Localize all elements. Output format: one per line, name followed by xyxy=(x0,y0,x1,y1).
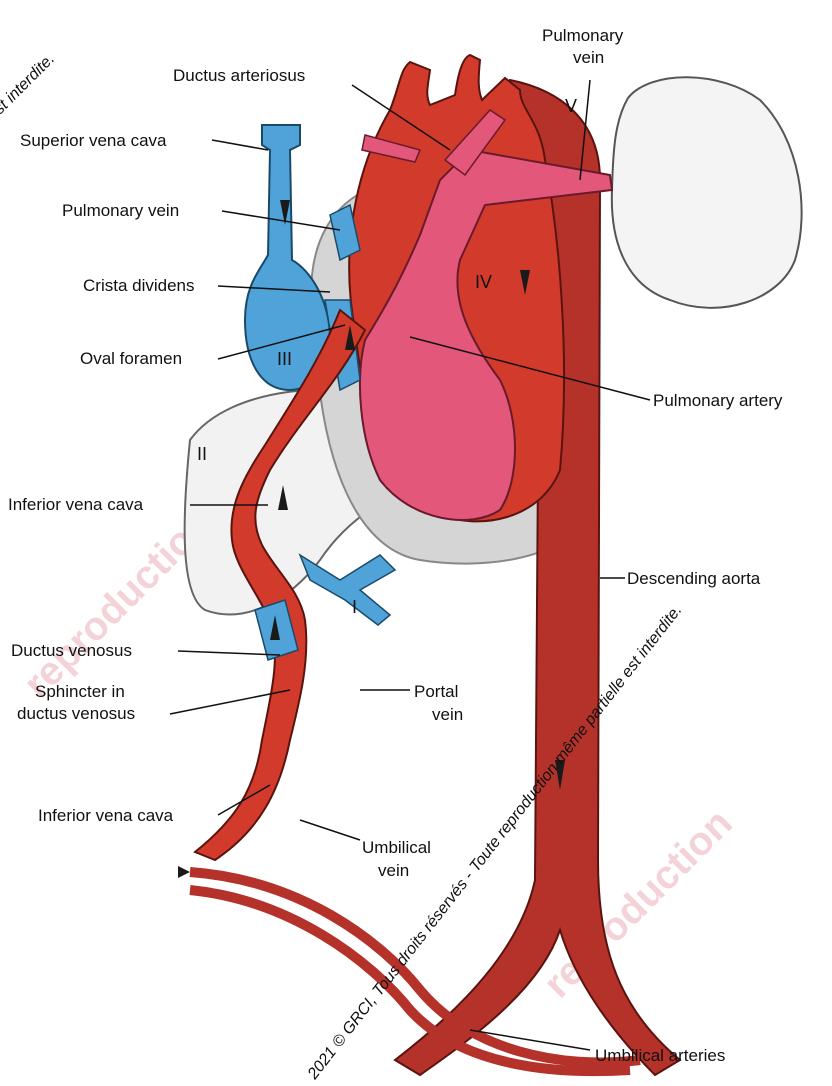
label-inferior-vena-cava-upper: Inferior vena cava xyxy=(8,495,144,514)
leader-svc xyxy=(212,140,268,150)
label-superior-vena-cava: Superior vena cava xyxy=(20,131,167,150)
label-oval-foramen: Oval foramen xyxy=(80,349,182,368)
roman-II: II xyxy=(197,444,207,464)
lung xyxy=(612,77,802,308)
label-portal-vein-1: Portal xyxy=(414,682,458,701)
roman-I: I xyxy=(352,597,357,617)
label-ductus-venosus: Ductus venosus xyxy=(11,641,132,660)
label-umbilical-vein-1: Umbilical xyxy=(362,838,431,857)
label-pulmonary-vein-top-1: Pulmonary xyxy=(542,26,624,45)
leader-umbilical-vein xyxy=(300,820,360,840)
label-sphincter-1: Sphincter in xyxy=(35,682,125,701)
label-umbilical-arteries: Umbilical arteries xyxy=(595,1046,725,1065)
label-inferior-vena-cava-lower: Inferior vena cava xyxy=(38,806,174,825)
label-portal-vein-2: vein xyxy=(432,705,463,724)
label-pulmonary-vein-left: Pulmonary vein xyxy=(62,201,179,220)
roman-V: V xyxy=(565,96,577,116)
label-descending-aorta: Descending aorta xyxy=(627,569,761,588)
label-pulmonary-artery: Pulmonary artery xyxy=(653,391,783,410)
label-umbilical-vein-2: vein xyxy=(378,861,409,880)
label-pulmonary-vein-top-2: vein xyxy=(573,48,604,67)
label-crista-dividens: Crista dividens xyxy=(83,276,195,295)
roman-III: III xyxy=(277,349,292,369)
arrow-umbilical-in xyxy=(178,866,190,878)
roman-IV: IV xyxy=(475,272,492,292)
leader-ductus-venosus xyxy=(178,651,280,655)
label-ductus-arteriosus: Ductus arteriosus xyxy=(173,66,305,85)
label-sphincter-2: ductus venosus xyxy=(17,704,135,723)
portal-vein-vessel xyxy=(300,555,395,625)
copyright-watermark-corner: st interdite. xyxy=(0,50,58,117)
